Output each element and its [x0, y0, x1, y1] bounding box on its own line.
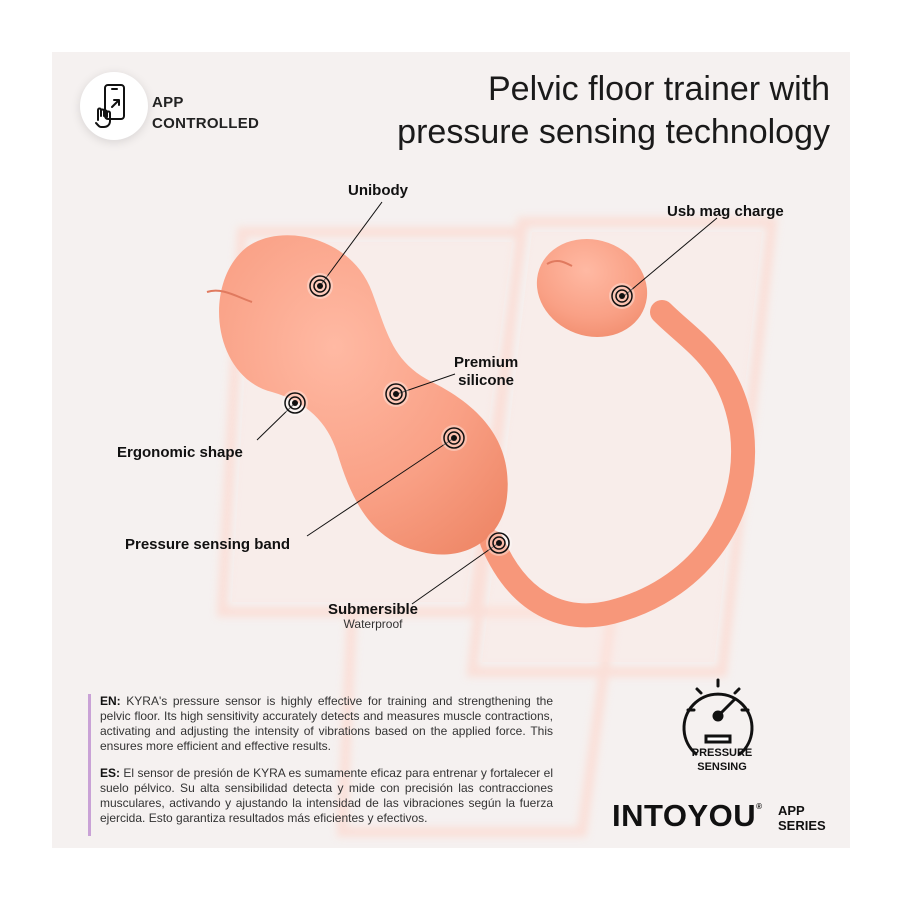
brand-sub-line-2: SERIES: [778, 818, 826, 833]
callout-submersible-title: Submersible: [328, 601, 419, 618]
description-en-text: KYRA's pressure sensor is highly effecti…: [100, 694, 553, 753]
description-block: EN: KYRA's pressure sensor is highly eff…: [88, 694, 553, 838]
description-es-tag: ES:: [100, 766, 121, 780]
callout-ergonomic-shape: Ergonomic shape: [117, 444, 243, 461]
callout-pressure-sensing-band: Pressure sensing band: [125, 536, 291, 553]
brand-registered-mark: ®: [756, 802, 763, 811]
callout-premium-silicone: Premium silicone: [454, 354, 518, 390]
description-en: EN: KYRA's pressure sensor is highly eff…: [100, 694, 553, 754]
callout-markers: [282, 273, 635, 556]
callout-premium-line-1: Premium: [454, 354, 519, 371]
headline-line-1: Pelvic floor trainer with: [487, 70, 830, 108]
brand-app-series: APP SERIES: [778, 803, 826, 833]
badge-line-2: CONTROLLED: [152, 115, 260, 132]
callout-waterproof: Waterproof: [343, 617, 403, 631]
pressure-sensing-label: PRESSURE SENSING: [686, 746, 758, 774]
pressure-gauge-icon: [682, 678, 754, 756]
phone-tap-icon: [95, 84, 125, 128]
callout-premium-line-2: silicone: [458, 372, 515, 389]
description-en-tag: EN:: [100, 694, 121, 708]
brand-sub-line-1: APP: [778, 803, 805, 818]
product-tail: [480, 300, 756, 628]
product-body: [219, 235, 508, 555]
product-head: [536, 238, 648, 338]
callout-usb-mag-charge: Usb mag charge: [667, 203, 784, 220]
callout-unibody: Unibody: [348, 182, 408, 199]
gauge-line-2: SENSING: [697, 761, 747, 773]
callout-submersible: Submersible Waterproof: [328, 602, 418, 632]
headline-line-2: pressure sensing technology: [397, 113, 830, 151]
brand-name: INTOYOU: [612, 798, 757, 833]
product-illustration: [206, 201, 756, 756]
app-controlled-badge: [80, 72, 148, 140]
page-frame: [52, 52, 850, 848]
app-controlled-label: APP CONTROLLED: [152, 92, 259, 134]
headline: Pelvic floor trainer with pressure sensi…: [397, 68, 830, 154]
brand-logo: INTOYOU®: [612, 798, 763, 834]
gauge-line-1: PRESSURE: [691, 747, 753, 759]
description-es-text: El sensor de presión de KYRA es sumament…: [100, 766, 553, 825]
description-accent-bar: [88, 694, 91, 836]
badge-line-1: APP: [152, 94, 184, 111]
description-es: ES: El sensor de presión de KYRA es suma…: [100, 766, 553, 826]
